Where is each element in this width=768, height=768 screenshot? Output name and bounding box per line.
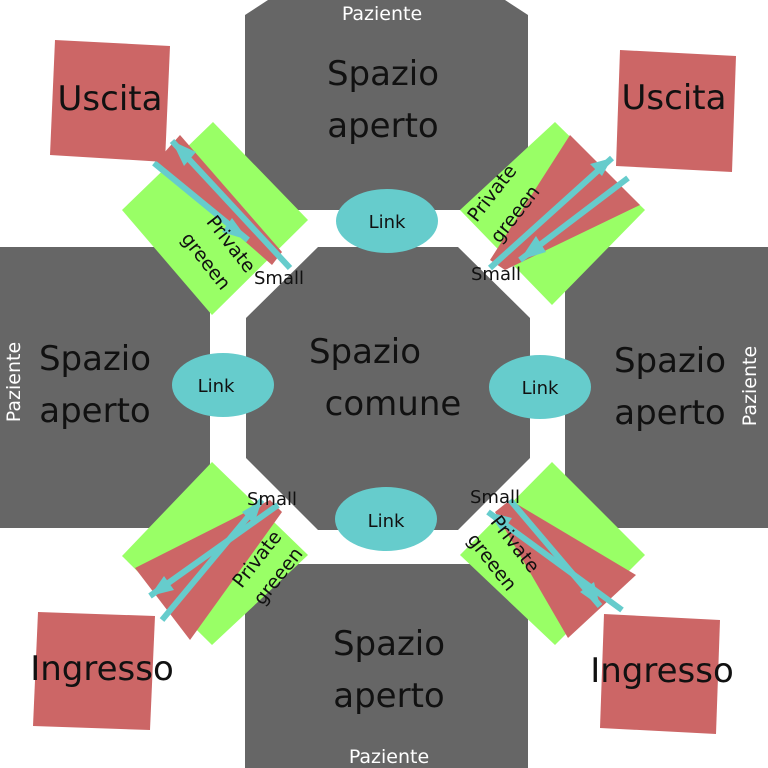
arrow-icon <box>486 498 624 613</box>
room-right-label-line2: aperto <box>614 393 725 433</box>
room-bottom-label-line2: aperto <box>333 676 444 716</box>
exit-box-top-right: Uscita <box>616 50 736 172</box>
entrance-box-label: Ingresso <box>590 651 734 691</box>
small-room-area <box>155 135 282 265</box>
link-left: Link <box>172 353 274 417</box>
room-left-label-line1: Spazio <box>39 339 151 379</box>
room-bottom-patient-label: Paziente <box>349 746 429 768</box>
link-bottom-label: Link <box>368 511 405 532</box>
small-label: Small <box>247 489 297 510</box>
center-label-line2: comune <box>325 384 462 424</box>
link-top: Link <box>336 189 438 253</box>
exit-box-top-left: Uscita <box>50 40 170 162</box>
room-right-label-line1: Spazio <box>614 341 726 381</box>
small-label: Small <box>254 268 304 289</box>
link-right-label: Link <box>522 378 559 399</box>
arrow-icon <box>148 498 280 622</box>
small-label: Small <box>471 264 521 285</box>
corner-bottom-left: Private greeen Small <box>122 462 308 645</box>
link-left-label: Link <box>198 376 235 397</box>
room-right: Paziente Spazio aperto <box>565 247 768 528</box>
arrow-icon <box>487 155 630 271</box>
room-left-label-line2: aperto <box>39 391 150 431</box>
corner-top-left: Private greeen Small <box>122 122 308 315</box>
link-right: Link <box>489 355 591 419</box>
room-left: Paziente Spazio aperto <box>0 247 210 528</box>
corner-top-right: Private greeen Small <box>460 122 645 305</box>
room-left-patient-label: Paziente <box>3 342 25 422</box>
entrance-box-label: Ingresso <box>30 649 174 689</box>
link-bottom: Link <box>335 487 437 551</box>
corner-bottom-right: Private greeen Small <box>460 462 645 645</box>
room-bottom-label-line1: Spazio <box>333 624 445 664</box>
exit-box-label: Uscita <box>58 79 163 119</box>
link-top-label: Link <box>369 212 406 233</box>
room-right-patient-label: Paziente <box>739 346 761 426</box>
room-top-label-line2: aperto <box>327 106 438 146</box>
center-label-line1: Spazio <box>309 332 421 372</box>
room-bottom: Spazio aperto Paziente <box>245 564 528 768</box>
arrow-icon <box>152 138 293 271</box>
small-label: Small <box>470 487 520 508</box>
entrance-box-bottom-left: Ingresso <box>30 612 174 730</box>
room-top: Paziente Spazio aperto <box>245 0 528 210</box>
exit-box-label: Uscita <box>622 78 727 118</box>
entrance-box-bottom-right: Ingresso <box>590 614 734 734</box>
room-top-patient-label: Paziente <box>342 3 422 25</box>
room-top-label-line1: Spazio <box>327 54 439 94</box>
room-center: Spazio comune <box>246 247 530 530</box>
